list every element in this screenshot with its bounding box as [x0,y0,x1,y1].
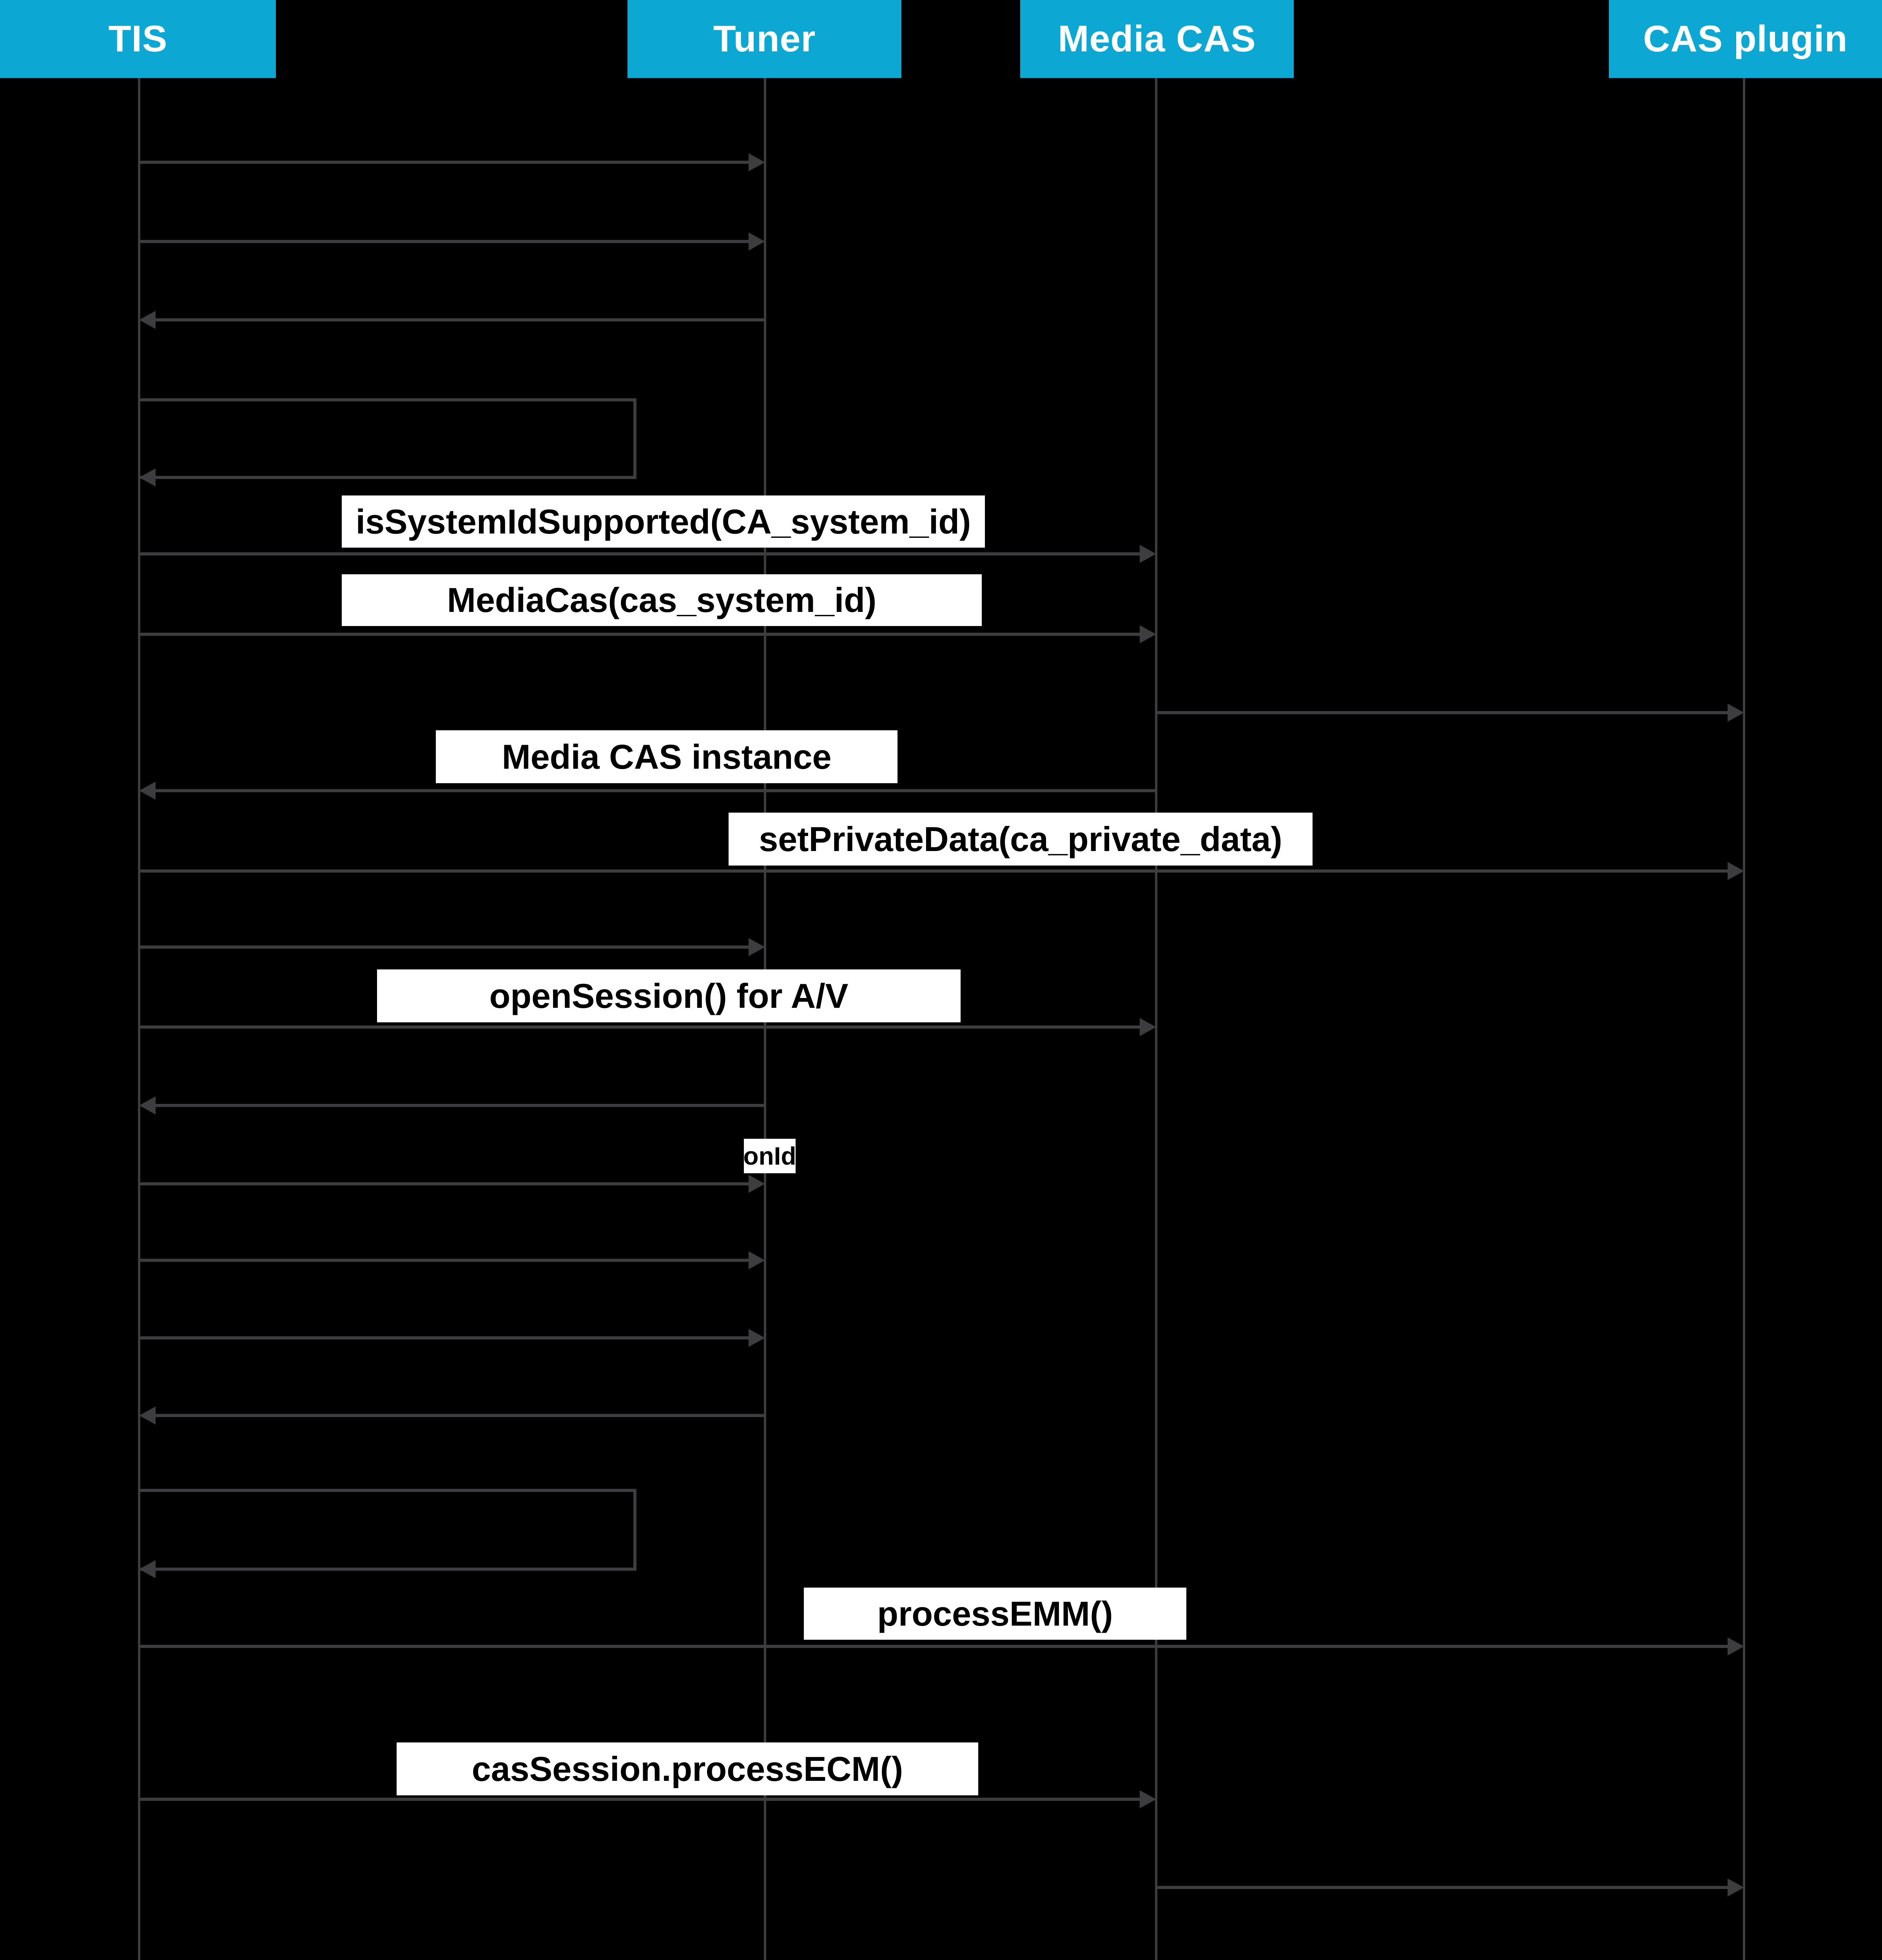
actor-box-tis-top: TIS [0,0,276,78]
message-arrowhead-11 [139,1096,156,1114]
message-label-8: setPrivateData(ca_private_data) [729,813,1313,866]
message-arrowhead-7 [139,782,156,800]
message-arrowhead-5 [1140,625,1156,643]
message-arrow-line-18 [139,1798,1141,1801]
message-arrow-line-0 [139,161,750,164]
message-arrowhead-14 [749,1329,765,1347]
lifeline-mediacas [1155,76,1157,1960]
actor-box-mediacas-top: Media CAS [1020,0,1294,78]
message-label-17: processEMM() [804,1588,1186,1640]
message-label-7: Media CAS instance [436,730,897,783]
message-arrow-line-8 [139,869,1729,873]
message-arrow-line-13 [139,1259,750,1262]
message-label-12: onId [744,1139,796,1173]
message-arrow-line-10 [139,1025,1141,1029]
lifeline-casplugin [1743,76,1745,1960]
message-arrowhead-19 [1728,1878,1744,1896]
message-arrow-line-17 [139,1645,1729,1648]
message-arrow-line-2 [154,318,765,321]
actor-box-tuner-top: Tuner [627,0,901,78]
message-arrow-line-9 [139,946,750,949]
message-label-5: MediaCas(cas_system_id) [342,574,982,626]
message-arrow-line-6 [1156,711,1729,714]
message-arrow-line-12 [139,1182,750,1185]
self-message-loop-16 [139,1489,636,1571]
message-arrowhead-13 [749,1251,765,1269]
message-arrowhead-12 [749,1175,765,1193]
message-arrow-line-14 [139,1336,750,1339]
self-message-arrowhead-16 [139,1560,156,1578]
message-arrowhead-9 [749,938,765,956]
message-arrowhead-18 [1140,1790,1156,1808]
lifeline-tis [138,76,140,1960]
message-arrow-line-1 [139,240,750,243]
message-arrowhead-2 [139,311,156,329]
message-arrowhead-6 [1728,704,1744,722]
message-arrow-line-4 [139,552,1141,555]
self-message-arrowhead-3 [139,468,156,486]
self-message-loop-3 [139,398,636,479]
message-arrow-line-19 [1156,1886,1729,1889]
message-arrowhead-10 [1140,1018,1156,1036]
message-label-18: casSession.processECM() [397,1742,978,1795]
message-arrowhead-1 [749,232,765,250]
message-label-10: openSession() for A/V [377,969,961,1022]
message-arrowhead-4 [1140,545,1156,563]
message-arrow-line-15 [154,1414,765,1417]
message-arrow-line-7 [154,789,1156,792]
message-arrow-line-5 [139,633,1141,636]
actor-box-casplugin-top: CAS plugin [1609,0,1882,78]
message-arrowhead-8 [1728,862,1744,880]
message-arrowhead-17 [1728,1637,1744,1655]
message-arrowhead-0 [749,153,765,171]
message-arrow-line-11 [154,1104,765,1107]
message-label-4: isSystemIdSupported(CA_system_id) [342,495,985,548]
message-arrowhead-15 [139,1406,156,1425]
